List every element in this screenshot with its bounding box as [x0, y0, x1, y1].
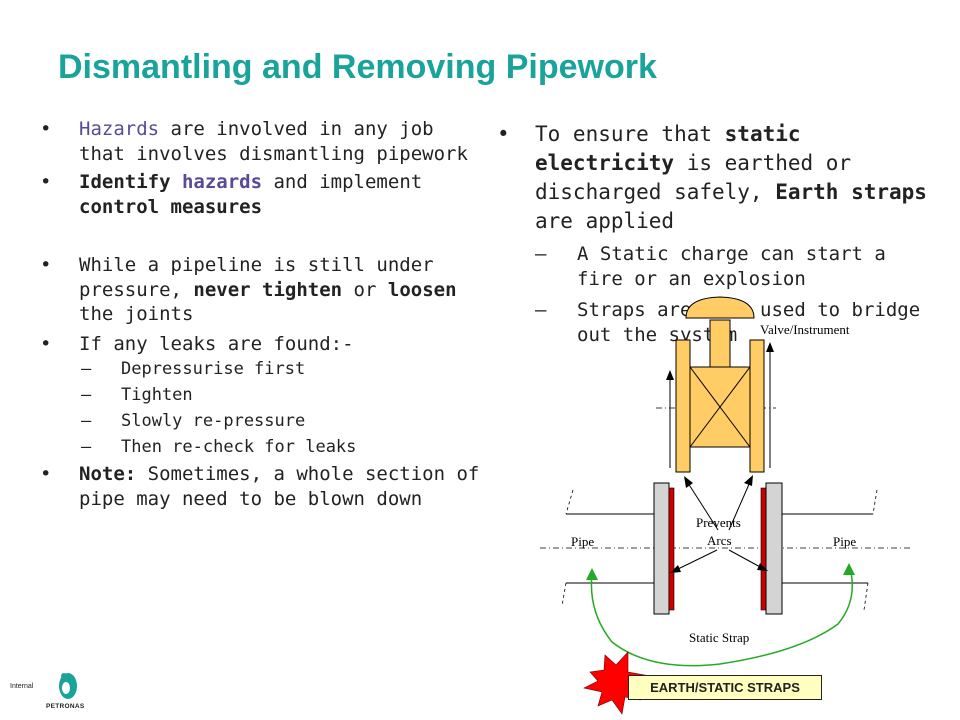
dash-icon: –	[81, 359, 92, 379]
flange-right	[765, 482, 783, 615]
right-bullet-list: • To ensure that static electricity is e…	[497, 120, 927, 348]
valve-instrument-label: Valve/Instrument	[760, 322, 850, 337]
bullet-bold-text: Identify	[79, 171, 171, 193]
dash-icon: –	[81, 411, 92, 431]
bullet-icon: •	[40, 118, 52, 140]
prevents-label: Prevents	[696, 515, 741, 530]
loosen-text: loosen	[387, 278, 457, 301]
flange-left	[653, 482, 670, 615]
earth-straps-text: Earth straps	[775, 180, 927, 204]
strap-arrowhead-right	[843, 563, 855, 575]
bullet-icon: •	[497, 122, 510, 146]
bullet-text: or	[342, 278, 388, 301]
bullet-static: • To ensure that static electricity is e…	[497, 120, 927, 236]
gasket-left	[668, 487, 675, 611]
bullet-text: are involved in any job that involves di…	[79, 118, 468, 165]
hazards-link-text: Hazards	[79, 118, 160, 140]
bullet-text: To ensure that	[535, 122, 725, 146]
strap-arrowhead-left	[586, 568, 598, 580]
arcs-label: Arcs	[707, 533, 732, 548]
sub-item: – A Static charge can start a fire or an …	[535, 242, 927, 292]
sub-item-text: A Static charge can start a fire or an e…	[577, 243, 886, 290]
hazards-bold-text: hazards	[181, 171, 263, 193]
pipe-right-shape	[782, 489, 878, 611]
sub-item: – Tighten	[81, 382, 480, 408]
page-title: Dismantling and Removing Pipework	[58, 48, 657, 86]
bullet-text: is earthed or discharged safely,	[535, 151, 852, 204]
internal-label: Internal	[10, 683, 34, 690]
sub-item: – Then re-check for leaks	[81, 434, 480, 460]
static-electricity-text: static electricity	[535, 122, 801, 175]
bullet-icon: •	[40, 332, 52, 355]
petronas-logo-icon	[59, 673, 77, 699]
bullet-text: If any leaks are found:-	[79, 332, 354, 355]
earth-static-straps-label: EARTH/STATIC STRAPS	[628, 675, 822, 700]
dash-icon: –	[81, 385, 92, 405]
note-label: Note:	[79, 463, 137, 485]
bullet-identify: • Identify hazards and implement control…	[40, 170, 480, 219]
bullet-text: and implement	[262, 171, 423, 193]
bullet-hazards: • Hazards are involved in any job that i…	[40, 117, 480, 166]
arrow-up-icon	[666, 342, 774, 468]
bullet-text: While a pipeline is still under pressure…	[79, 254, 434, 301]
bullet-icon: •	[40, 171, 52, 193]
dash-icon: –	[535, 243, 547, 265]
bullet-icon: •	[40, 254, 52, 276]
bullet-text: Sometimes, a whole section of pipe may n…	[79, 463, 480, 510]
pipe-left-label: Pipe	[571, 534, 595, 549]
control-measures-text: control measures	[79, 195, 263, 218]
sub-item-text: Straps are also used to bridge out the s…	[577, 299, 921, 346]
sub-item-text: Depressurise first	[121, 359, 306, 379]
bullet-pressure: • While a pipeline is still under pressu…	[40, 253, 480, 327]
pipe-right-label: Pipe	[833, 534, 857, 549]
sub-item-text: Slowly re-pressure	[121, 411, 306, 431]
brand-label: PETRONAS	[46, 703, 85, 710]
bullet-leaks: • If any leaks are found:-	[40, 332, 480, 357]
sub-item-text: Then re-check for leaks	[121, 437, 357, 457]
sub-item: – Straps are also used to bridge out the …	[535, 298, 927, 348]
sub-item: – Slowly re-pressure	[81, 408, 480, 434]
left-bullet-list: • Hazards are involved in any job that i…	[40, 117, 480, 511]
sub-item: – Depressurise first	[81, 356, 480, 382]
static-strap-line	[590, 567, 853, 667]
gasket-right	[760, 487, 767, 611]
bullet-text: are applied	[535, 209, 675, 233]
bullet-icon: •	[40, 463, 52, 485]
never-tighten-text: never tighten	[193, 278, 343, 301]
bullet-text: the joints	[79, 303, 194, 325]
sub-item-text: Tighten	[121, 385, 193, 405]
dash-icon: –	[535, 299, 547, 321]
static-strap-label: Static Strap	[689, 630, 750, 645]
dash-icon: –	[81, 437, 92, 457]
bullet-note: • Note: Sometimes, a whole section of pi…	[40, 462, 480, 511]
